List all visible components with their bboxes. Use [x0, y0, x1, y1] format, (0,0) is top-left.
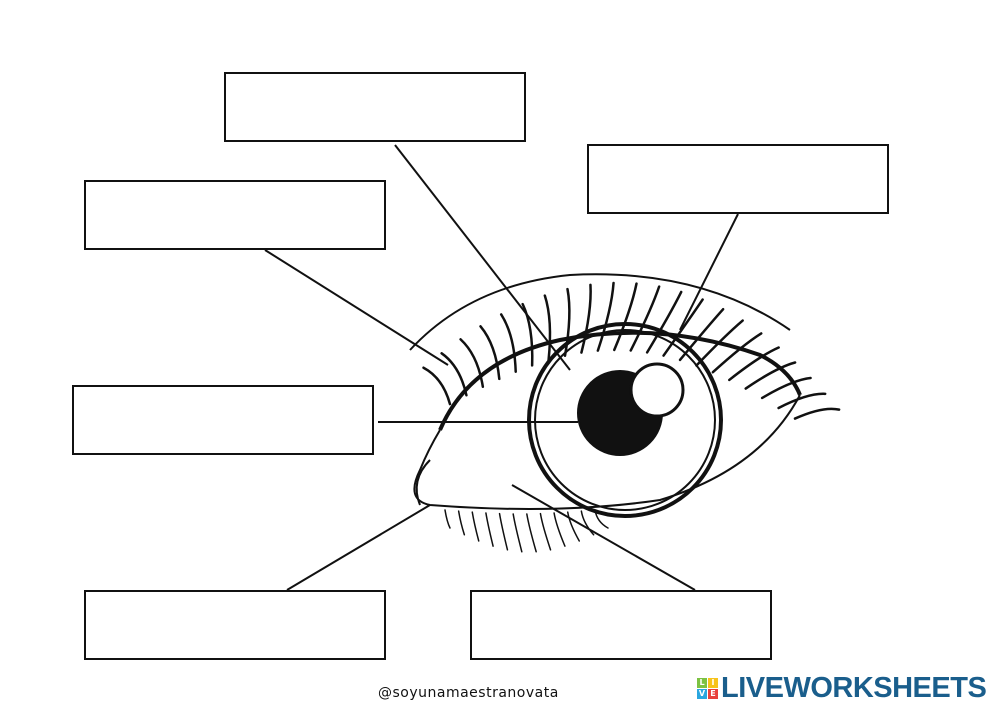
logo-text: LIVEWORKSHEETS — [721, 672, 987, 704]
eyelash — [613, 282, 638, 352]
label-box-3[interactable] — [587, 144, 891, 214]
eyelash — [526, 513, 537, 553]
logo-tile: E — [708, 689, 718, 699]
label-input[interactable] — [226, 74, 528, 142]
eyelash — [479, 325, 501, 381]
leader-line — [264, 249, 449, 366]
tear-duct — [415, 459, 431, 506]
label-box-2[interactable] — [84, 180, 388, 250]
label-box-6[interactable] — [470, 590, 774, 660]
logo-tile: V — [697, 689, 707, 699]
eyelash — [596, 281, 615, 352]
eyelash — [440, 352, 468, 397]
eyelash — [695, 319, 744, 367]
liveworksheets-logo: L I V E LIVEWORKSHEETS — [697, 672, 987, 705]
eyelash — [728, 346, 780, 382]
eyelash — [678, 307, 725, 362]
label-box-4[interactable] — [72, 385, 376, 455]
eyelash — [793, 407, 841, 420]
eyelash — [444, 509, 451, 529]
eyelash — [645, 290, 683, 354]
eyelash — [422, 366, 452, 406]
label-input[interactable] — [74, 387, 376, 455]
eyelash — [580, 510, 595, 536]
eyelash — [744, 361, 797, 390]
eyelash — [662, 298, 704, 357]
leader-line — [286, 504, 431, 591]
eyelash — [553, 512, 566, 547]
label-input[interactable] — [86, 182, 388, 250]
eyelash — [459, 338, 485, 389]
eyelash — [457, 510, 466, 536]
label-input[interactable] — [86, 592, 388, 660]
eyelash — [777, 392, 827, 410]
eyelash — [594, 509, 609, 529]
author-credit: @soyunamaestranovata — [378, 685, 559, 701]
eyelash — [760, 376, 812, 400]
eyelash — [711, 332, 763, 374]
eyelash — [539, 512, 552, 551]
eyelash — [512, 513, 523, 553]
eyelid-fold — [409, 273, 791, 351]
logo-tile: I — [708, 678, 718, 688]
label-input[interactable] — [589, 146, 891, 214]
iris-inner — [534, 329, 716, 511]
lower-eyelid — [413, 394, 801, 510]
highlight — [629, 362, 685, 418]
eyelash — [498, 512, 509, 551]
logo-tile: L — [697, 678, 707, 688]
eyelashes — [422, 281, 841, 553]
eyelash — [543, 294, 552, 362]
eyelash — [485, 512, 494, 547]
label-input[interactable] — [472, 592, 774, 660]
logo-tiles-icon: L I V E — [697, 678, 718, 699]
eyelash — [580, 283, 592, 354]
eyelash — [521, 302, 534, 367]
label-box-5[interactable] — [84, 590, 388, 660]
eyelash — [471, 511, 480, 542]
eyelash — [629, 285, 661, 352]
eyelash — [499, 313, 517, 373]
eyelash — [563, 287, 571, 357]
eyelash — [566, 511, 581, 542]
leader-line — [511, 484, 696, 591]
leader-line — [394, 144, 571, 371]
leader-line — [679, 213, 739, 331]
label-box-1[interactable] — [224, 72, 528, 142]
